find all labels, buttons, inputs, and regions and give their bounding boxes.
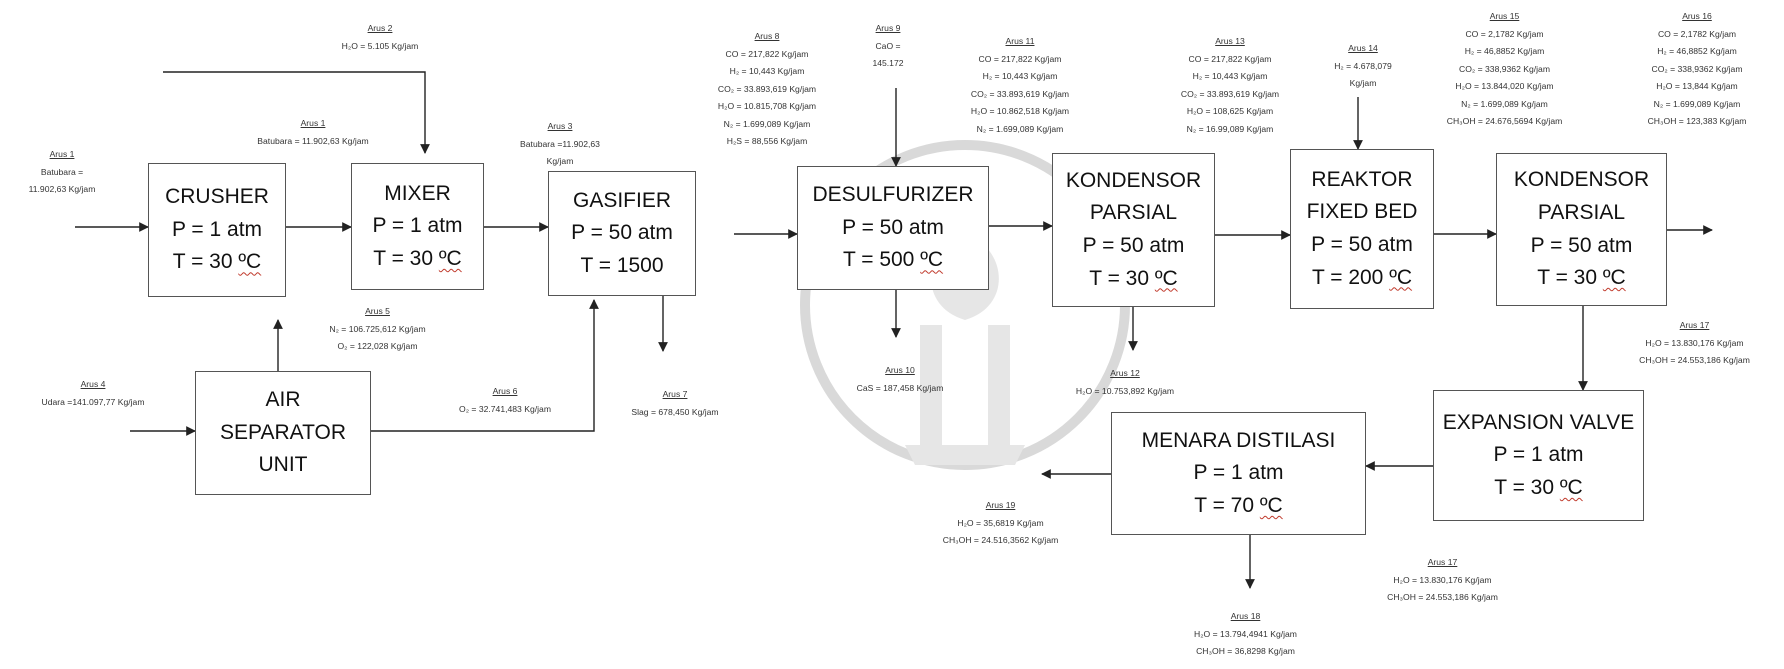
desulfurizer-temperature: T = 500 — [842, 248, 921, 272]
distilasi-pressure: P = 1 atm — [1193, 461, 1284, 485]
expansion-valve-block: EXPANSION VALVE P = 1 atm T = 30 ºC — [1433, 390, 1644, 521]
distilasi-temp-unit: ºC — [1259, 493, 1283, 517]
stream-arus-12: Arus 12 H₂O = 10.753,892 Kg/jam — [1075, 368, 1175, 396]
distilasi-temperature: T = 70 — [1194, 493, 1260, 517]
crusher-block: CRUSHER P = 1 atm T = 30 ºC — [148, 163, 286, 297]
kondensor1-temp-unit: ºC — [1154, 266, 1178, 290]
asu-name-line1: AIR — [265, 388, 301, 412]
arrow-arus2-mixer — [163, 71, 430, 154]
distilasi-name: MENARA DISTILASI — [1141, 428, 1336, 452]
kondensor-parsial-1-block: KONDENSOR PARSIAL P = 50 atm T = 30 ºC — [1052, 153, 1215, 307]
stream-arus-17-right: Arus 17 H₂O = 13.830,176 Kg/jam CH₃OH = … — [1639, 320, 1750, 365]
stream-arus-19: Arus 19 H₂O = 35,6819 Kg/jam CH₃OH = 24.… — [942, 500, 1059, 545]
stream-arus-3: Arus 3 Batubara =11.902,63 Kg/jam — [520, 121, 600, 166]
stream-arus-2: Arus 2 H₂O = 5.105 Kg/jam — [341, 23, 419, 51]
mixer-name: MIXER — [384, 181, 451, 205]
stream-arus-9: Arus 9 CaO = 145.172 — [872, 23, 904, 68]
arrow-asu-gasifier — [371, 299, 599, 432]
kondensor1-pressure: P = 50 atm — [1082, 234, 1185, 257]
stream-arus-10: Arus 10 CaS = 187,458 Kg/jam — [856, 365, 944, 393]
reaktor-name-line2: FIXED BED — [1306, 200, 1418, 224]
kondensor2-temperature: T = 30 — [1537, 266, 1603, 290]
desulfurizer-pressure: P = 50 atm — [842, 215, 944, 239]
gasifier-pressure: P = 50 atm — [571, 221, 673, 245]
air-separator-unit-block: AIR SEPARATOR UNIT — [195, 371, 371, 495]
stream-arus-17-bottom: Arus 17 H₂O = 13.830,176 Kg/jam CH₃OH = … — [1387, 557, 1498, 602]
stream-arus-1-feed: Arus 1 Batubara = 11.902,63 Kg/jam — [28, 149, 96, 194]
reaktor-temperature: T = 200 — [1311, 265, 1390, 289]
menara-distilasi-block: MENARA DISTILASI P = 1 atm T = 70 ºC — [1111, 412, 1366, 535]
stream-arus-6: Arus 6 O₂ = 32.741,483 Kg/jam — [459, 386, 551, 414]
valve-name: EXPANSION VALVE — [1442, 410, 1635, 434]
valve-temperature: T = 30 — [1494, 475, 1560, 499]
stream-arus-8: Arus 8 CO = 217,822 Kg/jam H₂ = 10,443 K… — [717, 31, 817, 146]
crusher-name: CRUSHER — [165, 185, 269, 209]
reaktor-name-line1: REAKTOR — [1311, 167, 1413, 191]
reaktor-temp-unit: ºC — [1389, 265, 1413, 289]
gasifier-block: GASIFIER P = 50 atm T = 1500 — [548, 171, 696, 296]
mixer-block: MIXER P = 1 atm T = 30 ºC — [351, 163, 484, 290]
reaktor-fixed-bed-block: REAKTOR FIXED BED P = 50 atm T = 200 ºC — [1290, 149, 1434, 309]
stream-arus-4: Arus 4 Udara =141.097,77 Kg/jam — [41, 379, 145, 407]
mixer-temp-unit: ºC — [438, 246, 462, 270]
crusher-temp-unit: ºC — [238, 250, 262, 274]
crusher-pressure: P = 1 atm — [171, 217, 263, 241]
desulfurizer-block: DESULFURIZER P = 50 atm T = 500 ºC — [797, 166, 989, 290]
gasifier-temperature: T = 1500 — [580, 253, 664, 277]
asu-name-line2: SEPARATOR — [219, 420, 347, 444]
desulfurizer-name: DESULFURIZER — [812, 183, 974, 207]
kondensor-parsial-2-block: KONDENSOR PARSIAL P = 50 atm T = 30 ºC — [1496, 153, 1667, 306]
stream-arus-13: Arus 13 CO = 217,822 Kg/jam H₂ = 10,443 … — [1180, 36, 1280, 134]
valve-temp-unit: ºC — [1559, 475, 1583, 499]
asu-name-line3: UNIT — [258, 453, 308, 477]
kondensor2-name-line1: KONDENSOR — [1513, 168, 1650, 192]
reaktor-pressure: P = 50 atm — [1311, 233, 1413, 256]
stream-arus-18: Arus 18 H₂O = 13.794,4941 Kg/jam CH₃OH =… — [1194, 611, 1297, 656]
kondensor2-temp-unit: ºC — [1602, 266, 1626, 290]
crusher-temperature: T = 30 — [172, 250, 239, 274]
kondensor1-name-line1: KONDENSOR — [1065, 168, 1202, 192]
stream-arus-1: Arus 1 Batubara = 11.902,63 Kg/jam — [257, 118, 369, 146]
stream-arus-5: Arus 5 N₂ = 106.725,612 Kg/jam O₂ = 122,… — [329, 306, 426, 351]
kondensor1-temperature: T = 30 — [1089, 266, 1155, 290]
kondensor2-name-line2: PARSIAL — [1537, 200, 1626, 224]
valve-pressure: P = 1 atm — [1493, 443, 1584, 467]
mixer-temperature: T = 30 — [373, 246, 439, 270]
stream-arus-16: Arus 16 CO = 2,1782 Kg/jam H₂ = 46,8852 … — [1647, 11, 1747, 126]
stream-arus-7: Arus 7 Slag = 678,450 Kg/jam — [631, 389, 719, 417]
stream-arus-11: Arus 11 CO = 217,822 Kg/jam H₂ = 10,443 … — [970, 36, 1070, 134]
kondensor1-name-line2: PARSIAL — [1089, 201, 1178, 225]
stream-arus-14: Arus 14 H₂ = 4.678,079 Kg/jam — [1334, 43, 1392, 88]
mixer-pressure: P = 1 atm — [372, 214, 463, 238]
desulfurizer-temp-unit: ºC — [920, 248, 944, 272]
gasifier-name: GASIFIER — [572, 188, 672, 212]
kondensor2-pressure: P = 50 atm — [1530, 233, 1633, 257]
stream-arus-15: Arus 15 CO = 2,1782 Kg/jam H₂ = 46,8852 … — [1446, 11, 1563, 126]
